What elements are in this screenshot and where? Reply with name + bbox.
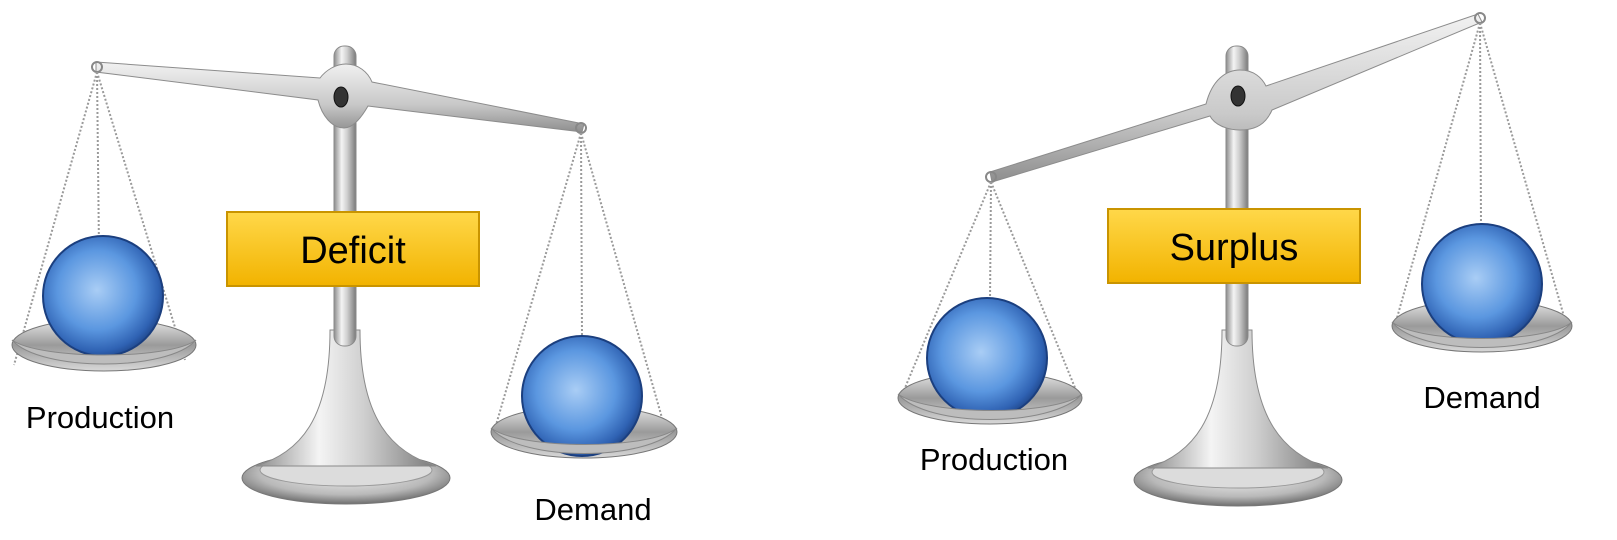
- surplus-scale: Surplus Production Demand: [897, 12, 1573, 507]
- demand-label: Demand: [534, 492, 651, 527]
- scale-column-foot: [1147, 329, 1329, 469]
- production-weight-sphere: [42, 235, 164, 357]
- pivot-icon: [333, 86, 349, 108]
- demand-weight-sphere: [521, 335, 643, 457]
- surplus-sign-text: Surplus: [1170, 227, 1299, 269]
- production-weight-sphere: [926, 297, 1048, 419]
- left-pan-production: [897, 181, 1083, 425]
- left-pan-production: [11, 71, 197, 372]
- pivot-icon: [1230, 85, 1246, 107]
- production-label: Production: [26, 400, 174, 435]
- right-pan-demand: [490, 132, 678, 459]
- scale-column-foot: [255, 329, 437, 467]
- right-pan-demand: [1391, 22, 1573, 353]
- demand-weight-sphere: [1421, 223, 1543, 345]
- deficit-sign-text: Deficit: [300, 230, 406, 272]
- production-label: Production: [920, 442, 1068, 477]
- demand-label: Demand: [1423, 380, 1540, 415]
- deficit-sign: Deficit: [226, 211, 480, 287]
- deficit-scale: Deficit Production Demand: [11, 45, 678, 527]
- surplus-sign: Surplus: [1107, 208, 1361, 284]
